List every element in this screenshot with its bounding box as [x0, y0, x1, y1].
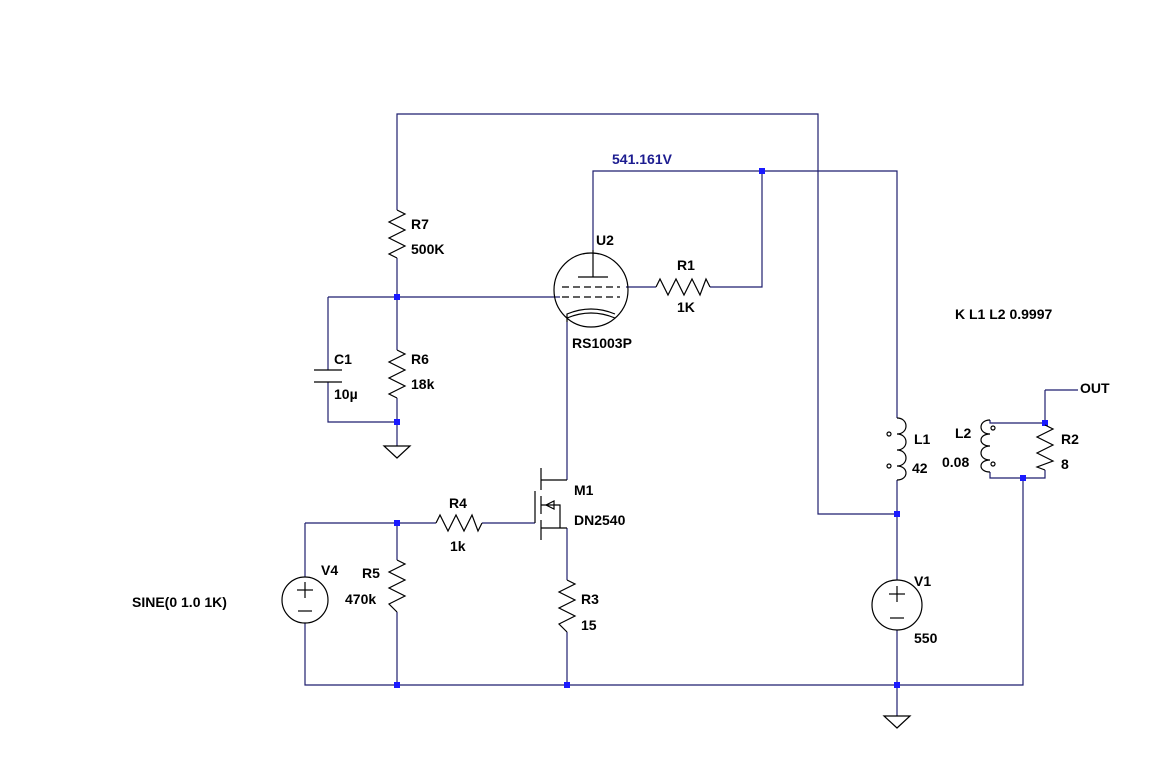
- r4-resistor-symbol: [435, 513, 483, 533]
- r5-value: 470k: [345, 591, 376, 607]
- c1-capacitor-symbol: [314, 369, 342, 383]
- v1-ref: V1: [914, 573, 931, 589]
- u2-ref: U2: [596, 232, 614, 248]
- r6-resistor-symbol: [387, 349, 407, 399]
- r1-ref: R1: [677, 257, 695, 273]
- r3-ref: R3: [581, 591, 599, 607]
- node-input: [394, 520, 400, 526]
- r7-value: 500K: [411, 241, 444, 257]
- r3-value: 15: [581, 617, 597, 633]
- r3-resistor-symbol: [557, 579, 577, 633]
- ground-symbol-left: [382, 445, 412, 459]
- l1-inductor-symbol: [886, 417, 907, 481]
- r2-resistor-symbol: [1035, 424, 1055, 471]
- m1-ref: M1: [574, 482, 594, 498]
- v4-value: SINE(0 1.0 1K): [132, 594, 227, 610]
- u2-model: RS1003P: [572, 335, 632, 351]
- plate-voltage-label: 541.161V: [612, 151, 673, 167]
- l2-value: 0.08: [942, 454, 969, 470]
- out-net-label: OUT: [1080, 380, 1110, 396]
- l1-value: 42: [912, 460, 928, 476]
- c1-ref: C1: [334, 351, 352, 367]
- node-r7-r6: [394, 294, 400, 300]
- node-r6-ground: [394, 419, 400, 425]
- v4-source-symbol: [281, 576, 329, 624]
- node-plate: [759, 168, 765, 174]
- r4-ref: R4: [449, 495, 467, 511]
- r1-resistor-symbol: [655, 277, 711, 297]
- r2-value: 8: [1061, 456, 1069, 472]
- wires: [304, 113, 1078, 716]
- r1-value: 1K: [677, 299, 695, 315]
- r2-ref: R2: [1061, 431, 1079, 447]
- u2-tube-symbol: [553, 250, 629, 328]
- r6-value: 18k: [411, 376, 435, 392]
- l2-ref: L2: [955, 425, 972, 441]
- v1-source-symbol: [871, 579, 923, 631]
- directive-coupling: K L1 L2 0.9997: [955, 306, 1052, 322]
- v4-ref: V4: [321, 562, 338, 578]
- m1-model: DN2540: [574, 512, 626, 528]
- node-gnd-r3: [564, 682, 570, 688]
- r7-resistor-symbol: [387, 209, 407, 259]
- r5-resistor-symbol: [387, 559, 407, 613]
- l1-ref: L1: [914, 431, 931, 447]
- ground-symbol-right: [882, 715, 912, 729]
- junction-nodes: [394, 168, 1048, 688]
- node-l1-v1: [894, 511, 900, 517]
- node-out: [1042, 420, 1048, 426]
- r7-ref: R7: [411, 216, 429, 232]
- c1-value: 10µ: [334, 386, 358, 402]
- l2-inductor-symbol: [980, 419, 996, 473]
- node-gnd-v1: [894, 682, 900, 688]
- r4-value: 1k: [450, 538, 466, 554]
- node-secondary: [1020, 475, 1026, 481]
- r5-ref: R5: [362, 565, 380, 581]
- node-gnd-r5: [394, 682, 400, 688]
- r6-ref: R6: [411, 351, 429, 367]
- m1-mosfet-symbol: [534, 468, 567, 540]
- v1-value: 550: [914, 630, 938, 646]
